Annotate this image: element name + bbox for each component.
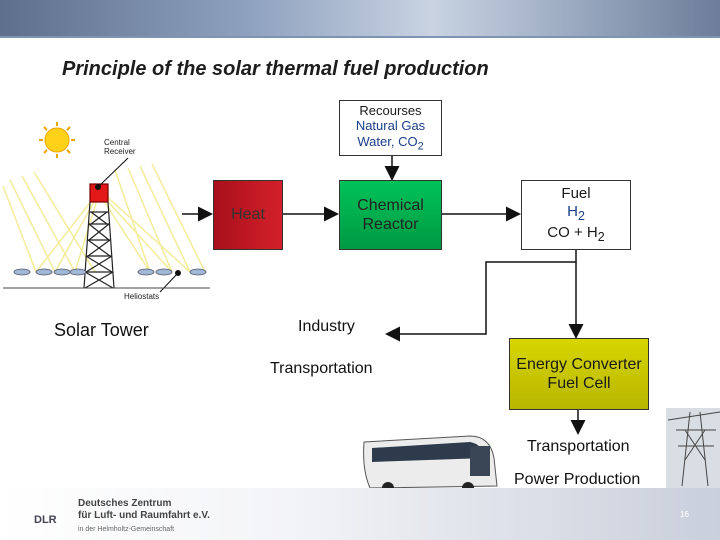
power-production-label: Power Production [514,471,641,488]
slide-title: Principle of the solar thermal fuel prod… [62,58,489,80]
heliostats-icon [13,268,207,276]
industry-label: Industry [298,318,355,335]
sun-rays [2,163,206,273]
organization-subtitle: in der Helmholtz-Gemeinschaft [78,526,175,533]
resources-natural-gas: Natural Gas [355,118,426,134]
solar-tower-icon [83,183,115,289]
dlr-abbreviation: DLR [34,514,57,526]
heat-box: Heat [213,180,283,250]
fuel-co-h2: CO + H2 [547,224,605,244]
fuel-title: Fuel [561,185,591,202]
energy-converter-box: Energy Converter Fuel Cell [509,338,649,410]
sun-icon [39,122,75,158]
energy-converter-title: Energy Converter [516,355,642,373]
fuel-h2: H2 [567,203,585,223]
transportation-label-middle: Transportation [270,360,373,377]
flow-arrows [182,156,586,435]
transportation-label-bottom: Transportation [527,438,630,455]
bus-icon [363,435,498,494]
resources-title: Recourses [359,102,422,118]
fuel-cell-label: Fuel Cell [547,375,611,392]
chemical-reactor-box: Chemical Reactor [339,180,442,250]
resources-box: Recourses Natural Gas Water, CO2 [339,100,442,156]
central-receiver-label: Central Receiver [104,138,136,156]
solar-tower-label: Solar Tower [54,320,149,340]
organization-name: Deutsches Zentrum für Luft- und Raumfahr… [78,498,210,521]
header-banner [0,0,720,36]
footer-bar [0,488,720,540]
resources-water-co2: Water, CO2 [357,133,424,153]
chemical-reactor-line1: Chemical [357,196,424,214]
chemical-reactor-line2: Reactor [362,216,419,233]
power-pylon-icon [666,408,720,488]
heat-label: Heat [231,206,265,224]
heliostats-label: Heliostats [124,292,160,301]
page-number: 16 [680,510,689,519]
header-divider [0,36,720,38]
fuel-box: Fuel H2 CO + H2 [521,180,631,250]
